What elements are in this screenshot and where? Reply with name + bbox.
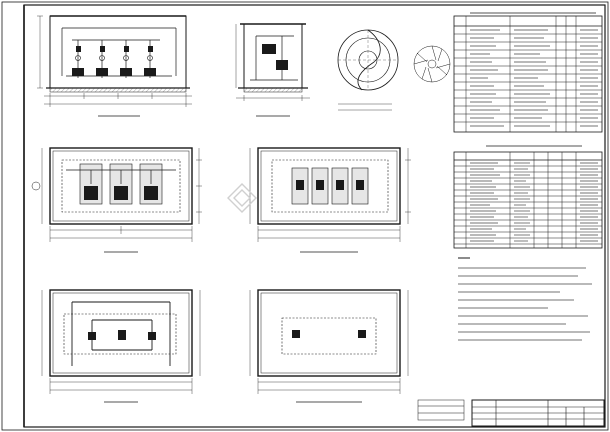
section-2-dimensions [235,24,310,101]
plan-right-lower-dimensions [249,290,409,394]
section-view-1 [37,15,192,117]
detail-circular-pump [337,29,399,111]
plan-view-left-upper [31,147,202,253]
section-1-pumps [72,46,156,76]
equipment-table-lower-entries [470,162,598,242]
plan-left-lower-pipes [71,301,171,366]
section-1-dimensions [37,15,192,107]
plan-left-lower-dimensions [41,290,201,394]
section-1-valves [75,55,153,61]
section-2-pumps [262,44,288,70]
plan-left-lower-fittings [88,330,156,340]
section-view-2 [235,23,310,117]
equipment-table-lower [453,145,603,249]
fan-symbol-icon [413,45,451,83]
plan-right-upper-marks [296,180,364,190]
plan-left-upper-motors [84,186,158,200]
title-block [471,399,605,427]
plan-right-upper-dimensions [249,148,411,242]
plan-left-upper-dimensions [41,148,202,242]
legend-box [417,399,465,421]
plan-view-left-lower [41,289,201,403]
equipment-table-upper-rows [454,25,602,123]
equipment-table-lower-rows [454,159,602,245]
detail-leader-lines [338,103,392,111]
equipment-table-upper-entries [470,29,598,127]
equipment-table-upper [453,12,603,133]
plan-view-right-upper [249,147,411,253]
plan-right-lower-fittings [292,330,366,338]
plan-left-upper-pipes [66,169,176,184]
section-2-pipework [250,35,298,81]
plan-view-right-lower [249,289,409,403]
notes-block [458,257,592,341]
watermark [227,183,257,213]
plan-left-upper-axis-markers [31,181,41,191]
